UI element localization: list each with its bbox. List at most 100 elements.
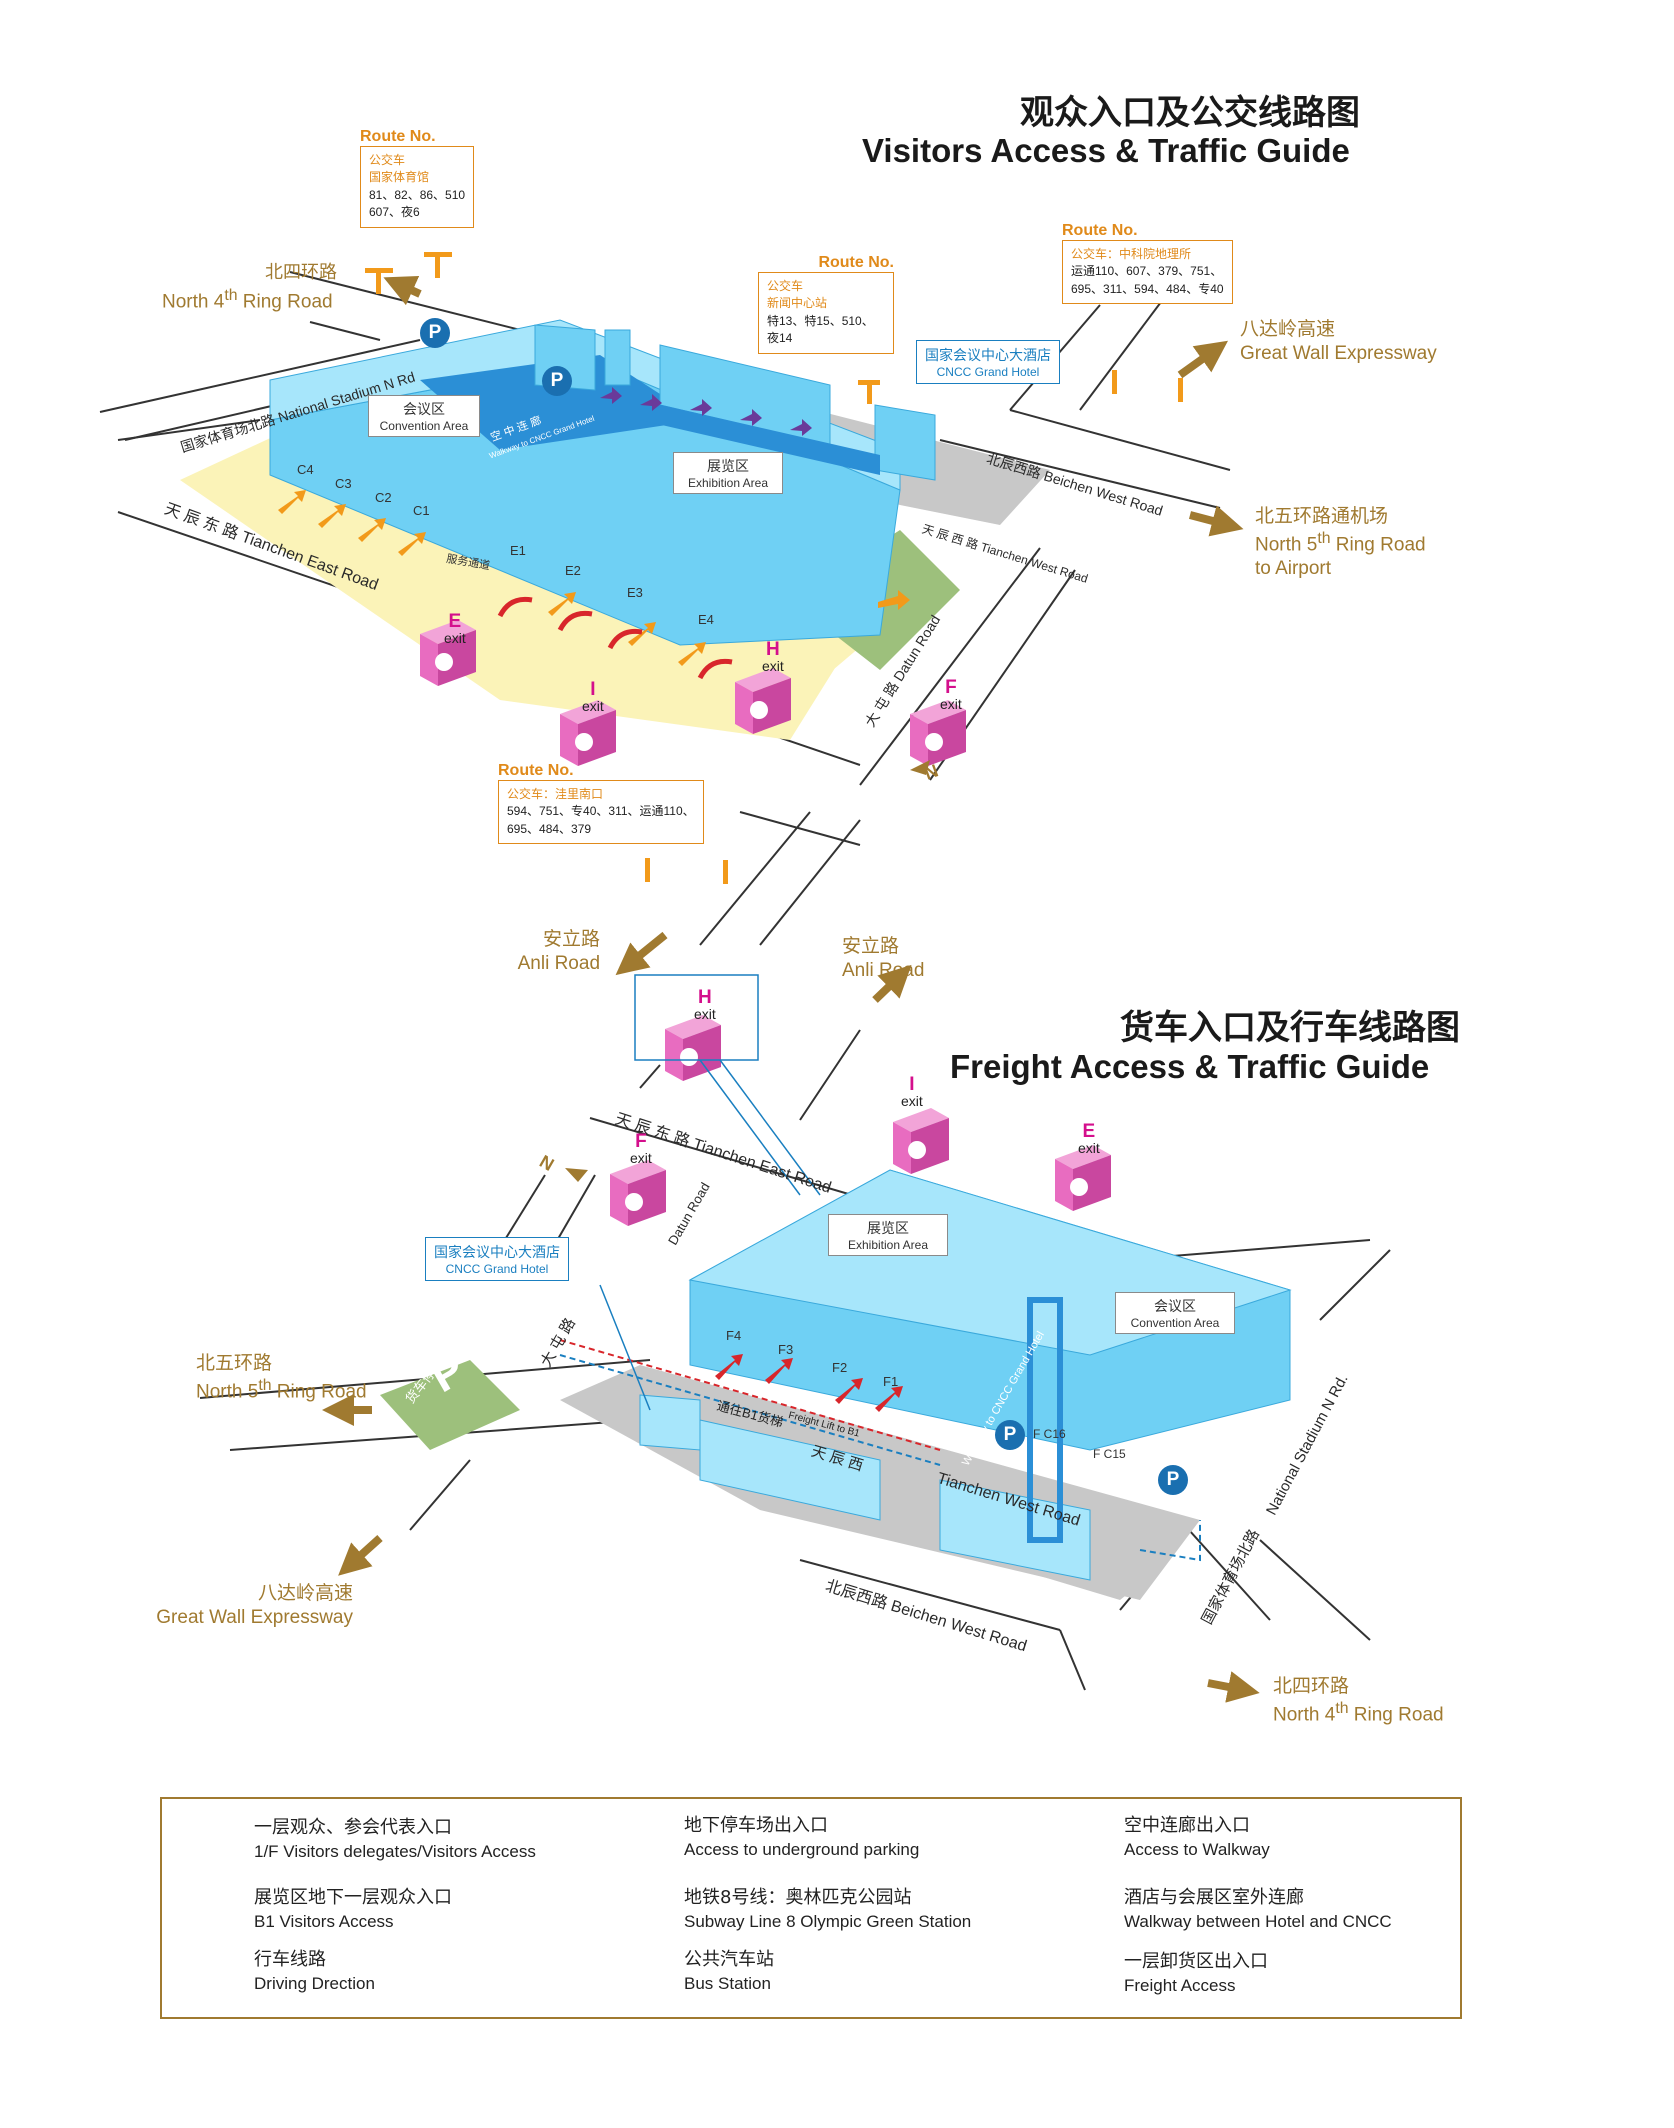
road-label-cn: 八达岭高速 — [258, 1582, 354, 1604]
road-north-4th-bottom: 北四环路 North 4th Ring Road — [1273, 1675, 1444, 1727]
road-great-wall-top: 八达岭高速 Great Wall Expressway — [1240, 318, 1437, 366]
exit-letter: E — [448, 611, 462, 632]
route-line: 695、484、379 — [507, 821, 592, 836]
area-label-cn: 会议区 — [1154, 1299, 1196, 1315]
exit-word: exit — [582, 698, 604, 714]
route-title: Route No. — [818, 254, 894, 271]
bottom-gold-arrows — [322, 964, 1260, 1703]
exit-letter: I — [909, 1074, 915, 1095]
legend-label-en: Driving Drection — [254, 1974, 375, 1994]
legend-label-cn: 一层卸货区出入口 — [1124, 1951, 1268, 1972]
area-label-en: Convention Area — [1130, 1316, 1220, 1330]
route-line: 国家体育馆 — [369, 170, 430, 185]
gate-label: F C16 — [1033, 1427, 1066, 1441]
legend-item-subway: 地铁8号线：奥林匹克公园站 Subway Line 8 Olympic Gree… — [684, 1885, 971, 1934]
road-label-sup: th — [224, 287, 238, 304]
convention-area-top: 会议区 Convention Area — [368, 395, 480, 437]
hotel-callout-top: 国家会议中心大酒店 CNCC Grand Hotel — [916, 340, 1060, 384]
visitors-title-en: Visitors Access & Traffic Guide — [862, 132, 1350, 169]
legend-label-en: Access to Walkway — [1124, 1840, 1270, 1860]
hotel-label-cn: 国家会议中心大酒店 — [434, 1245, 560, 1261]
top-red-arrows — [497, 596, 733, 680]
route-line: 594、751、专40、311、运通110、 — [507, 804, 695, 819]
gate-label: C3 — [335, 476, 352, 491]
road-north-5th-airport: 北五环路通机场 North 5th Ring Road to Airport — [1255, 505, 1426, 581]
area-label-cn: 会议区 — [403, 402, 445, 418]
legend-label-en: Access to underground parking — [684, 1840, 920, 1860]
road-label-en: North 5 — [1255, 534, 1318, 556]
top-orange-arrows — [278, 490, 910, 666]
top-building — [269, 319, 936, 646]
road-great-wall-bottom: 八达岭高速 Great Wall Expressway — [148, 1582, 353, 1630]
route-line: 运通110、607、379、751、 — [1071, 264, 1223, 279]
road-anli-top: 安立路 Anli Road — [515, 928, 600, 976]
legend-label-en: Freight Access — [1124, 1976, 1236, 1996]
purple-arrows — [600, 387, 812, 436]
exit-letter: H — [766, 639, 780, 660]
exhibition-area-top: 展览区 Exhibition Area — [673, 452, 783, 494]
hotel-label-cn: 国家会议中心大酒店 — [925, 348, 1051, 364]
subway-cubes — [420, 620, 1111, 1226]
road-label-en: North 4 — [162, 291, 225, 313]
route-line: 新闻中心站 — [767, 296, 828, 311]
legend-label-en: 1/F Visitors delegates/Visitors Access — [254, 1842, 536, 1862]
hotel-label-en: CNCC Grand Hotel — [445, 1262, 549, 1276]
exit-letter: F — [635, 1131, 647, 1152]
legend-label-en: B1 Visitors Access — [254, 1912, 394, 1932]
convention-area-bottom: 会议区 Convention Area — [1115, 1292, 1235, 1334]
road-label-en: Ring Road — [237, 291, 333, 313]
bottom-roads — [199, 1029, 1391, 1691]
legend-item-hotel-walkway: 酒店与会展区室外连廊 Walkway between Hotel and CNC… — [1124, 1885, 1392, 1934]
gate-label: F1 — [883, 1374, 899, 1389]
route-line: 公交车：洼里南口 — [507, 787, 604, 801]
legend-label-cn: 行车线路 — [254, 1949, 326, 1970]
visitors-title-cn: 观众入口及公交线路图 — [1020, 93, 1360, 133]
legend-item-parking-access: 地下停车场出入口 Access to underground parking — [684, 1813, 919, 1862]
route-title: Route No. — [360, 128, 436, 145]
gate-label: E3 — [627, 585, 643, 600]
route-line: 公交车 — [369, 153, 406, 167]
gate-label: F2 — [832, 1360, 848, 1375]
road-label-en: Great Wall Expressway — [1240, 342, 1437, 364]
gate-label: C2 — [375, 490, 392, 505]
exit-word: exit — [630, 1150, 652, 1166]
road-label-cn: 安立路 — [543, 928, 601, 950]
area-label-en: Convention Area — [379, 419, 469, 433]
road-label-sup: th — [258, 1376, 272, 1394]
legend-label-cn: 地下停车场出入口 — [684, 1815, 828, 1836]
road-north-5th: 北五环路 North 5th Ring Road — [196, 1352, 367, 1404]
route-title: Route No. — [1062, 222, 1138, 239]
driving-lines — [559, 1339, 1201, 1562]
legend-label-cn: 酒店与会展区室外连廊 — [1124, 1887, 1304, 1908]
legend-label-cn: 地铁8号线：奥林匹克公园站 — [684, 1887, 912, 1908]
route-title: Route No. — [498, 762, 574, 779]
gate-label: F4 — [726, 1328, 742, 1343]
parking-icon: P — [420, 318, 450, 348]
route-line: 公交车 — [767, 279, 804, 293]
route-box-2: Route No. 公交车 新闻中心站 特13、特15、510、夜14 — [758, 254, 894, 354]
road-label-cn: 北四环路 — [265, 262, 337, 283]
exit-word: exit — [901, 1093, 923, 1109]
north-arrow-icon — [565, 760, 930, 1182]
legend-item-driving: 行车线路 Driving Drection — [254, 1947, 375, 1996]
route-line: 607、夜6 — [369, 205, 420, 220]
road-label-en: Anli Road — [842, 959, 925, 981]
gate-label: C1 — [413, 503, 430, 518]
hotel-callout-bottom: 国家会议中心大酒店 CNCC Grand Hotel — [425, 1237, 569, 1281]
road-label-sup: th — [1335, 1699, 1349, 1717]
hotel-label-en: CNCC Grand Hotel — [936, 365, 1040, 379]
exit-letter: F — [945, 677, 957, 698]
top-gold-arrows — [383, 276, 1244, 976]
legend-label-en: Walkway between Hotel and CNCC — [1124, 1912, 1392, 1932]
road-label-en: North 5 — [196, 1381, 259, 1403]
road-label-cn: 八达岭高速 — [1240, 318, 1336, 340]
exit-letter: H — [698, 987, 712, 1008]
gate-label: F3 — [778, 1342, 794, 1357]
route-box-3: Route No. 公交车：中科院地理所 运通110、607、379、751、 … — [1062, 222, 1233, 305]
exit-letter: E — [1082, 1121, 1096, 1142]
